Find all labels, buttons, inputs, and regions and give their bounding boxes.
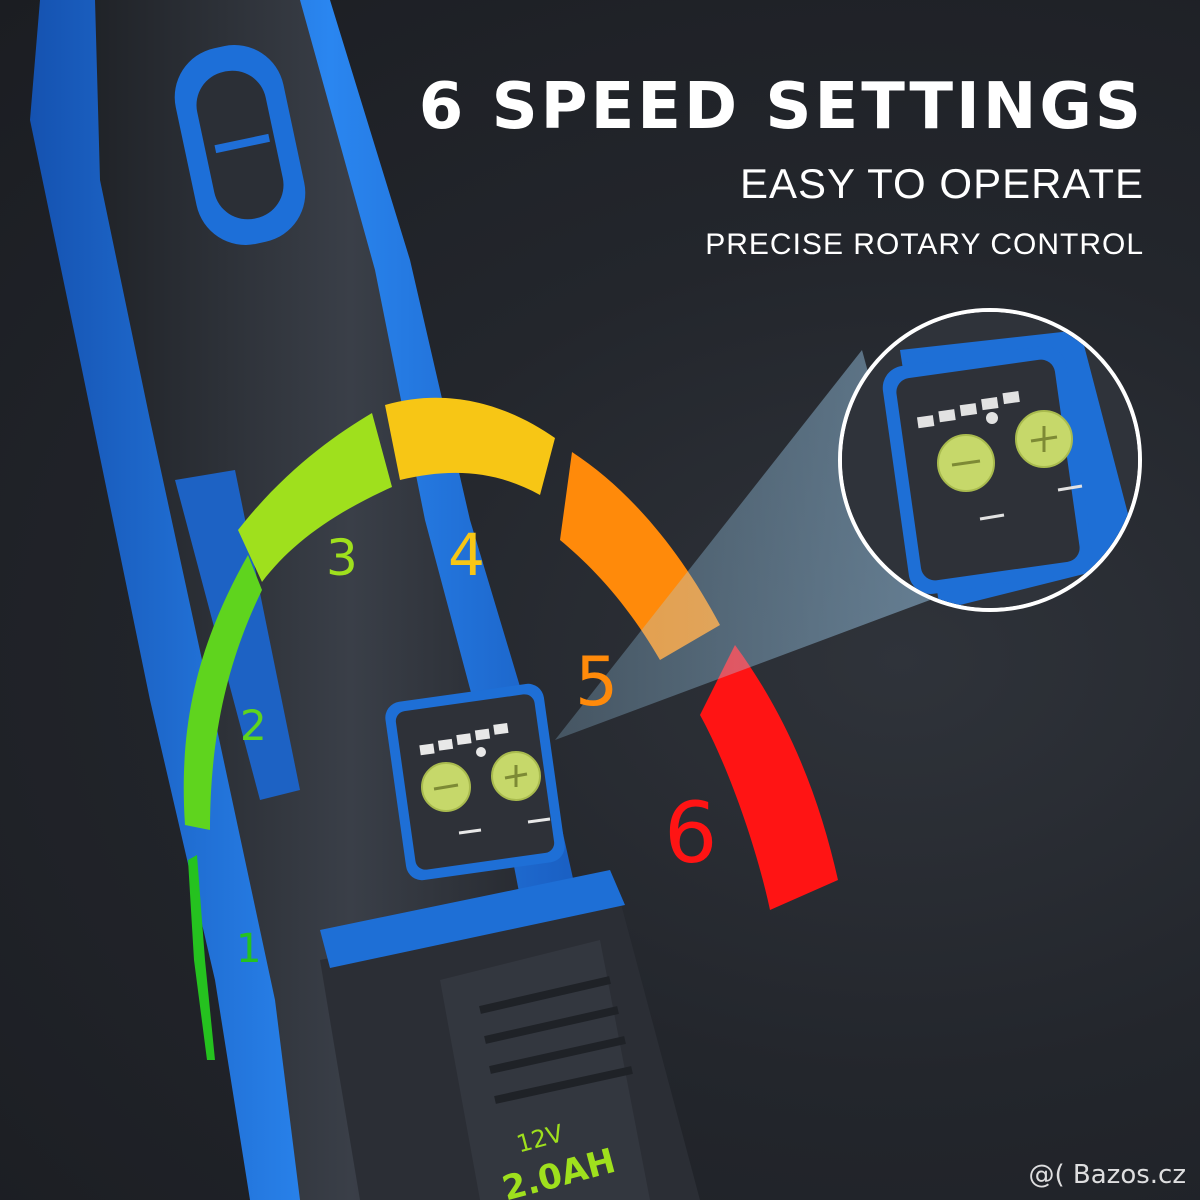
speed-segment-3 [238, 413, 392, 582]
speed-label-2: 2 [240, 701, 267, 750]
zoom-circle [838, 308, 1142, 612]
speed-label-6: 6 [664, 784, 717, 882]
tagline: PRECISE ROTARY CONTROL [705, 228, 1144, 261]
speed-label-4: 4 [448, 521, 485, 589]
speed-segment-2 [183, 555, 262, 830]
headline: 6 SPEED SETTINGS [418, 70, 1144, 144]
watermark: @( Bazos.cz [1028, 1160, 1187, 1190]
speed-label-3: 3 [326, 529, 358, 587]
speed-label-5: 5 [575, 643, 618, 722]
speed-segment-1 [188, 855, 215, 1060]
speed-segment-4 [385, 397, 555, 495]
subheadline: EASY TO OPERATE [739, 160, 1144, 207]
speed-segment-6 [700, 645, 838, 910]
zoom-beam [555, 350, 930, 740]
speed-label-1: 1 [236, 926, 261, 972]
control-panel [385, 683, 565, 881]
tool-body [30, 0, 700, 1200]
